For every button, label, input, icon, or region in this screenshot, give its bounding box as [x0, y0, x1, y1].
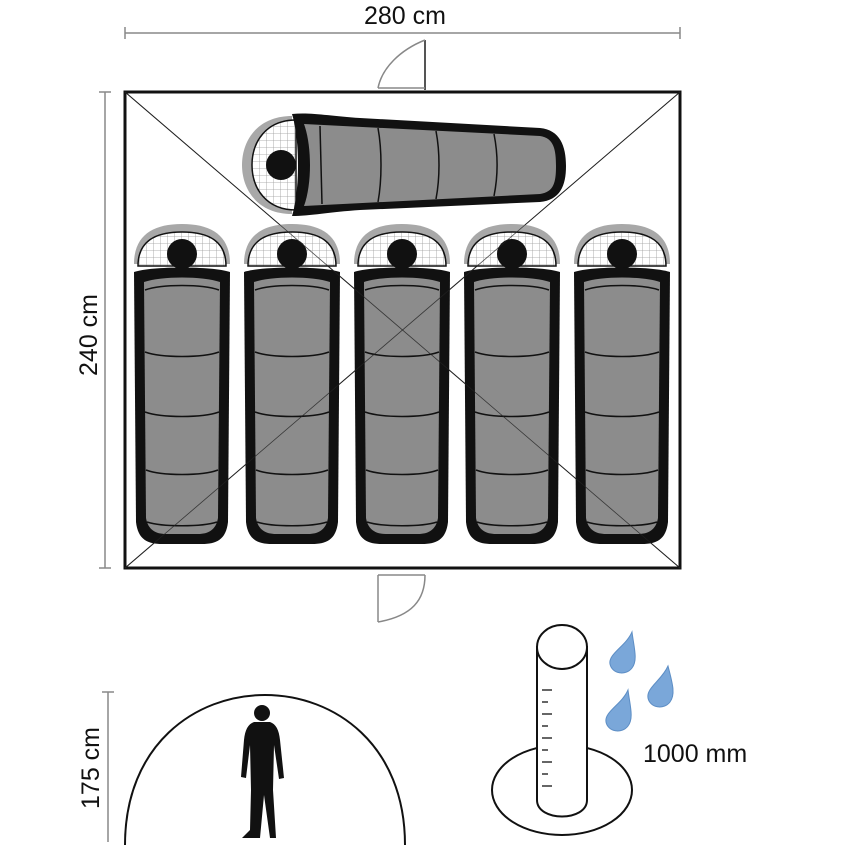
door-icon: [377, 574, 426, 623]
door-icon: [377, 39, 426, 90]
sleeping-bag-icon: [463, 223, 561, 545]
tent-dome-outline: [124, 693, 406, 846]
person-icon: [241, 705, 284, 838]
width-dimension: 280 cm: [124, 2, 681, 39]
water-drop-icon: [647, 664, 674, 708]
sleeping-bag-icon: [573, 223, 671, 545]
water-column-label: 1000 mm: [643, 740, 747, 768]
height-section: 175 cm: [77, 691, 406, 846]
water-drop-icon: [605, 688, 632, 732]
floor-diagonal-overlay-2: [124, 91, 681, 569]
sleeping-bag-icon: [242, 113, 566, 216]
water-drop-icon: [609, 630, 636, 674]
sleeping-bag-icon: [243, 223, 341, 545]
width-label: 280 cm: [364, 2, 446, 30]
sleeping-bag-icon: [133, 223, 231, 545]
sleeping-bag-icon: [353, 223, 451, 545]
tent-floor-plan: [123, 39, 682, 623]
depth-dimension: 240 cm: [75, 91, 111, 569]
height-label: 175 cm: [77, 727, 105, 809]
depth-label: 240 cm: [75, 294, 103, 376]
water-column-icon: [491, 624, 633, 836]
